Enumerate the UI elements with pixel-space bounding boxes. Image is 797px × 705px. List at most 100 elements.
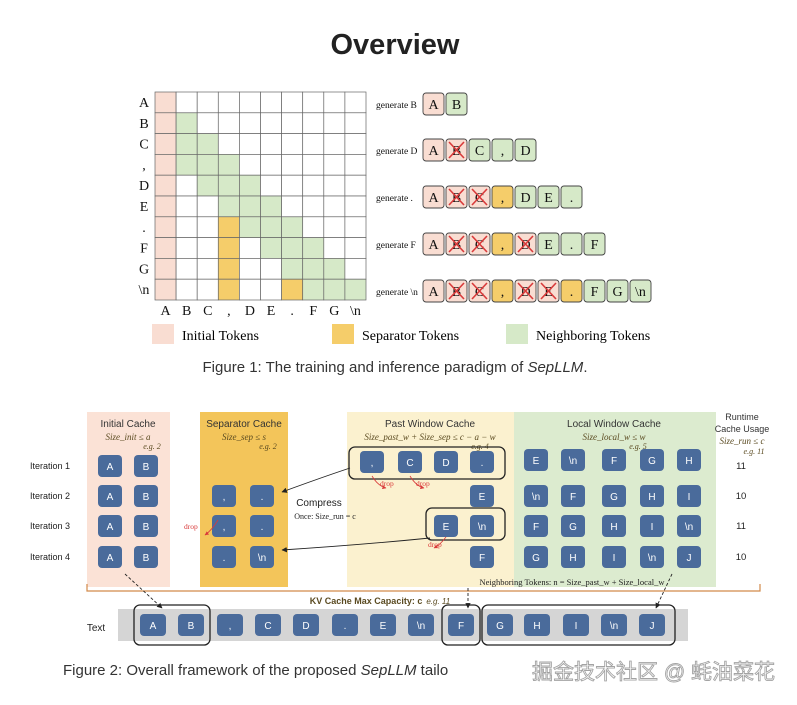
matrix-cell [217, 174, 240, 197]
runtime-title-1: Runtime [725, 412, 759, 422]
cache-token-text: A [107, 492, 114, 503]
matrix-cell [196, 195, 219, 218]
cache-token-text: F [533, 522, 539, 533]
matrix-col-label: B [182, 304, 191, 319]
matrix-cell [239, 91, 261, 114]
text-token [255, 614, 281, 636]
text-token-text: E [380, 621, 387, 632]
cache-token-text: B [143, 492, 150, 503]
matrix-col-label: \n [350, 304, 361, 319]
cache-token-text: G [648, 456, 656, 467]
local-window-formula: Size_local_w ≤ w [583, 432, 646, 442]
cache-token [602, 546, 626, 568]
once-label: Once: Size_run = c [294, 512, 356, 521]
matrix-cell [175, 237, 198, 259]
text-token-text: B [188, 621, 195, 632]
matrix-cell [154, 195, 177, 218]
matrix-row-label: C [139, 138, 148, 153]
cache-usage-value: 10 [736, 491, 747, 502]
matrix-cell [196, 237, 219, 259]
step-token [537, 232, 560, 256]
text-token-text: D [302, 621, 309, 632]
matrix-cell [281, 237, 304, 259]
step-token [445, 92, 468, 116]
cache-usage-value: 10 [736, 552, 747, 563]
matrix-cell [175, 112, 198, 134]
text-row-label: Text [87, 623, 106, 634]
matrix-cell [260, 258, 282, 280]
cache-token-text: E [479, 492, 486, 503]
separator-cache-formula: Size_sep ≤ s [222, 432, 266, 442]
cache-token-text: \n [648, 553, 656, 564]
cache-token-text: F [479, 553, 485, 564]
compress-box-iter3 [425, 507, 506, 541]
matrix-cell [239, 133, 261, 155]
text-token-text: G [496, 621, 504, 632]
matrix-cell [344, 112, 367, 134]
matrix-col-label: F [309, 304, 317, 319]
step-token [560, 279, 583, 303]
matrix-cell [302, 278, 325, 301]
cache-token [524, 485, 548, 507]
cache-token-text: . [261, 492, 264, 503]
matrix-cell [344, 258, 367, 280]
cache-token-text: , [223, 522, 226, 533]
matrix-cell [302, 112, 325, 134]
matrix-cell [154, 91, 177, 114]
matrix-cell [217, 237, 240, 259]
cache-token [640, 485, 664, 507]
matrix-cell [344, 154, 367, 176]
iteration-label: Iteration 4 [30, 552, 70, 562]
matrix-cell [175, 216, 198, 238]
matrix-cell [217, 278, 240, 301]
drop-arrow-1 [371, 475, 387, 490]
matrix-cell [344, 91, 367, 114]
text-token-text: F [458, 621, 464, 632]
matrix-cell [281, 216, 304, 238]
initial-cache-formula: Size_init ≤ a [106, 432, 151, 442]
step-token-text: C [475, 144, 484, 159]
cache-token-text: E [443, 522, 450, 533]
step-token [422, 92, 445, 116]
cache-token [434, 451, 458, 473]
step-token [629, 279, 652, 303]
cache-token-text: E [533, 456, 540, 467]
figure2-caption: Figure 2: Overall framework of the propo… [63, 662, 448, 679]
text-token [601, 614, 627, 636]
step-token [491, 232, 514, 256]
text-token-text: I [575, 621, 578, 632]
drop-label-3: drop [184, 522, 198, 531]
matrix-cell [196, 174, 219, 197]
step-token-text: B [452, 98, 461, 113]
figure1-caption: Figure 1: The training and inference par… [203, 359, 588, 376]
matrix-row-label: E [140, 200, 149, 215]
text-box-local [481, 604, 676, 646]
step-token-text: F [591, 285, 599, 300]
cache-token [134, 455, 158, 477]
evicted-mark [448, 235, 465, 253]
cache-token [561, 485, 585, 507]
step-token-text: D [520, 238, 530, 253]
cache-token-text: B [143, 522, 150, 533]
matrix-cell [196, 91, 219, 114]
cache-token [212, 485, 236, 507]
cache-token [250, 546, 274, 568]
cache-token [360, 451, 384, 473]
cache-token [602, 449, 626, 471]
matrix-cell [154, 154, 177, 176]
local-window-eg: e.g. 5 [629, 442, 647, 451]
step-token-text: . [570, 238, 574, 253]
matrix-cell [175, 174, 198, 197]
matrix-col-label: C [203, 304, 212, 319]
matrix-cell [302, 195, 325, 218]
matrix-cell [281, 174, 304, 197]
cache-token-text: F [611, 456, 617, 467]
cache-token [98, 546, 122, 568]
matrix-cell [302, 237, 325, 259]
step-token-text: D [520, 285, 530, 300]
matrix-row-label: , [142, 158, 146, 173]
matrix-cell [175, 278, 198, 301]
